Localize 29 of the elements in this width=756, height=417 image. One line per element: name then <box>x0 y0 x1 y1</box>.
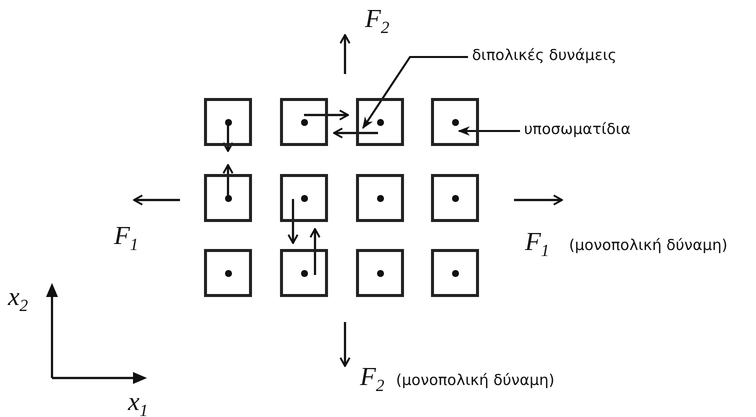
force-arrow <box>222 164 234 197</box>
force-arrow <box>310 228 320 275</box>
square-cell <box>356 249 404 297</box>
force-symbol: F$_{1}$ <box>114 222 138 256</box>
square-cell <box>280 98 328 146</box>
square-cell <box>280 249 328 297</box>
force-arrow <box>304 110 349 120</box>
leader-line <box>362 56 468 129</box>
callout-text: διπολικές δυνάμεις <box>472 46 617 64</box>
square-cell <box>431 249 479 297</box>
square-cell <box>431 174 479 222</box>
force-symbol: F$_{2}$ <box>360 363 384 398</box>
square-cell <box>204 174 252 222</box>
axis-label: x$_{2}$ <box>8 283 28 318</box>
square-cell <box>356 174 404 222</box>
square-cell <box>356 98 404 146</box>
square-cell <box>280 174 328 222</box>
annotation-text: (μονοπολική δύναμη) <box>569 236 728 254</box>
force-symbol: F$_{1}$ <box>525 228 550 262</box>
force-arrow <box>333 128 378 138</box>
square-cell <box>204 249 252 297</box>
force-arrow <box>288 199 298 244</box>
annotation-text: (μονοπολική δύναμη) <box>396 371 554 389</box>
callout-text: υποσωματίδια <box>524 120 631 138</box>
force-symbol: F$_{2}$ <box>365 5 390 40</box>
square-cell <box>204 98 252 146</box>
square-cell <box>431 98 479 146</box>
leader-line <box>458 126 520 136</box>
axis-label: x$_{1}$ <box>128 388 148 417</box>
